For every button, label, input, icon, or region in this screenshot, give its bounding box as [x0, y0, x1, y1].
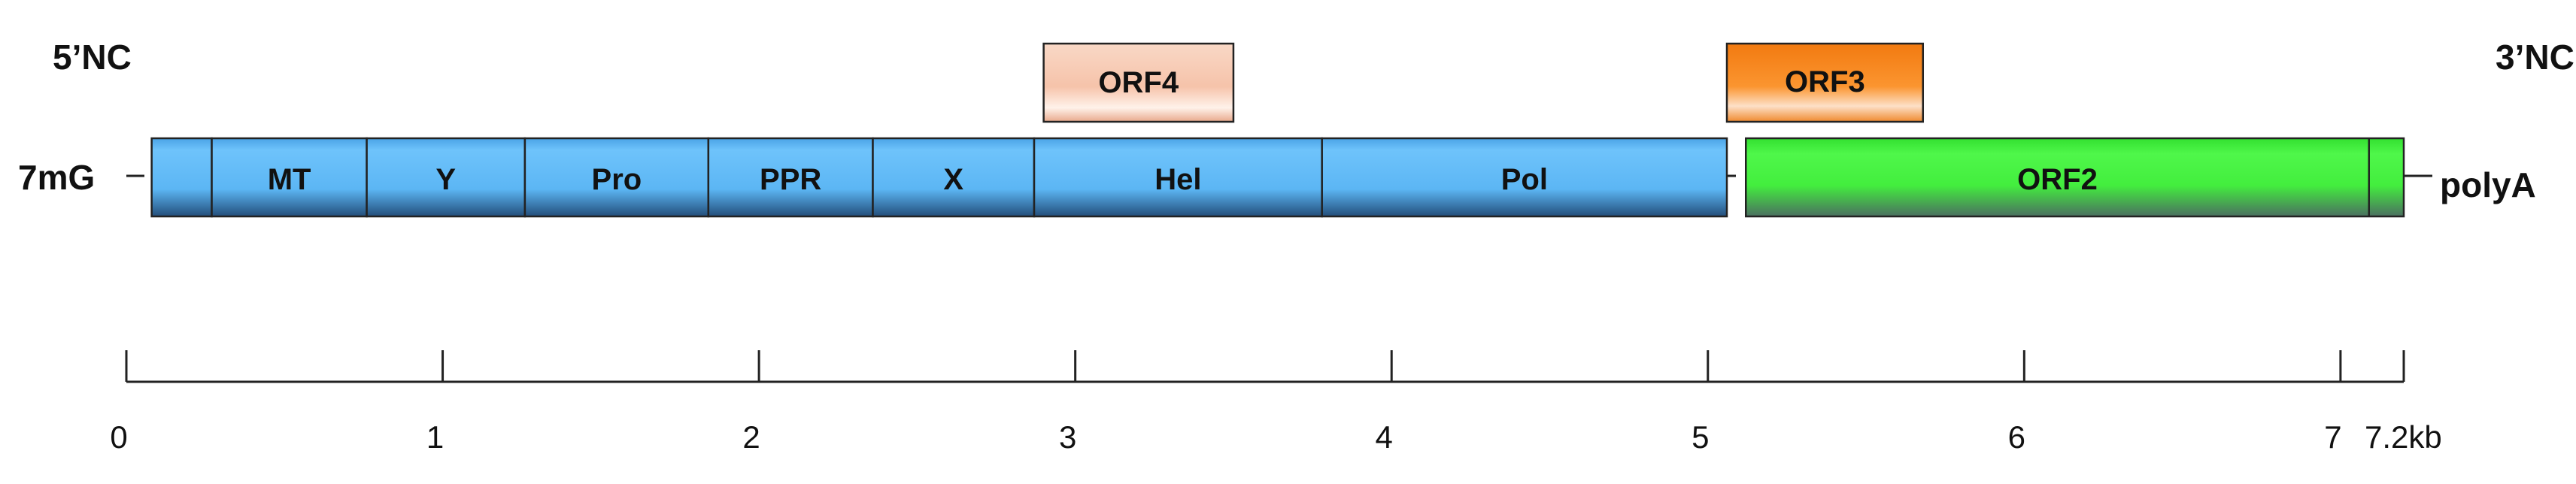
- three-prime-nc-label: 3’NC: [2496, 38, 2574, 77]
- orf1-domain-pol: [1321, 137, 1728, 218]
- orf1-domain-label-x: X: [943, 163, 963, 196]
- cap-label: 7mG: [18, 158, 95, 197]
- orf1-domain-hel: [1033, 137, 1323, 218]
- scale-tick-label: 2: [742, 419, 760, 455]
- scale-tick-label: 0: [110, 419, 127, 455]
- orf1-domain-label-hel: Hel: [1154, 163, 1201, 196]
- scale-tick-label: 7.2kb: [2365, 419, 2442, 455]
- scale-tick-label: 7: [2324, 419, 2341, 455]
- orf1-domain-label-y: Y: [435, 163, 456, 196]
- scale-tick-label: 1: [426, 419, 444, 455]
- kb-scale-axis: 0 1 2 3 4 5 6 7 7.2kb: [110, 350, 2442, 455]
- scale-tick-label: 6: [2008, 419, 2025, 455]
- orf3-rect: [1725, 42, 1925, 123]
- orf4-box: ORF4: [1042, 42, 1235, 123]
- orf2-box: ORF2: [1744, 137, 2405, 218]
- orf1-domain-label-pro: Pro: [592, 163, 642, 196]
- orf3-box: ORF3: [1725, 42, 1925, 123]
- orf2-rect: [1744, 137, 2405, 218]
- orf1-domain-label-ppr: PPR: [760, 163, 821, 196]
- orf3-label: ORF3: [1785, 65, 1865, 98]
- orf2-label: ORF2: [2017, 163, 2098, 196]
- scale-tick-label: 5: [1692, 419, 1709, 455]
- orf4-rect: [1042, 42, 1235, 123]
- orf1-domain-ppr: [707, 137, 874, 218]
- orf1-domain-label-mt: MT: [268, 163, 311, 196]
- orf1-domain-x: [872, 137, 1036, 218]
- orf1-polyprotein: MT Y Pro PPR X Hel Pol: [150, 137, 1728, 218]
- orf1-domain-pro: [523, 137, 710, 218]
- scale-tick-label: 3: [1059, 419, 1076, 455]
- orf1-domain-label-pol: Pol: [1501, 163, 1548, 196]
- scale-tick-label: 4: [1376, 419, 1393, 455]
- orf1-domain-y: [366, 137, 526, 218]
- polya-label: polyA: [2440, 165, 2536, 204]
- orf1-domain-mt: [211, 137, 368, 218]
- orf4-label: ORF4: [1098, 66, 1179, 99]
- five-prime-nc-label: 5’NC: [53, 38, 132, 77]
- orf1-domain-nc: [150, 137, 213, 218]
